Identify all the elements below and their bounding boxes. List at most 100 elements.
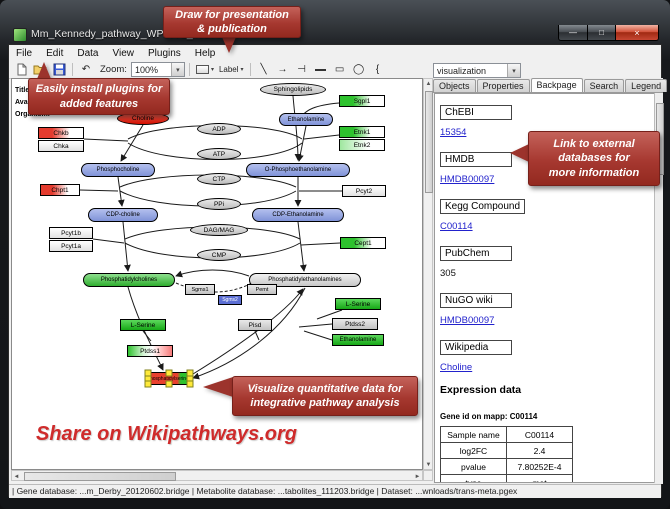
pathway-node-cept1[interactable]: Cept1	[340, 237, 386, 249]
pathway-node-ethanolamine-top[interactable]: Ethanolamine	[279, 113, 333, 126]
expression-cell: type	[440, 474, 507, 482]
tbar-tool-button[interactable]: ⊣	[297, 64, 306, 75]
visualization-combobox[interactable]: visualization ▾	[433, 63, 521, 78]
pathway-node-etnk2[interactable]: Etnk2	[339, 139, 385, 151]
pathway-node-sphingolipids[interactable]: Sphingolipids	[260, 83, 326, 96]
database-id-link[interactable]: 15354	[440, 127, 467, 138]
save-icon	[53, 63, 65, 76]
database-name: NuGO wiki	[440, 293, 512, 308]
database-id-link[interactable]: C00114	[440, 221, 473, 232]
database-id-link[interactable]: HMDB00097	[440, 174, 495, 185]
pathway-node-chpt1[interactable]: Chpt1	[40, 184, 80, 196]
chevron-down-icon[interactable]: ▾	[507, 64, 520, 77]
pathway-node-ethanolamine-green[interactable]: Ethanolamine	[332, 334, 384, 346]
dashed-line-tool-button[interactable]	[312, 62, 330, 78]
pathway-node-l-serine-right[interactable]: L-Serine	[335, 298, 381, 310]
backpage-section-pubchem: PubChem 305	[440, 243, 661, 279]
arrow-tool-button[interactable]: →	[277, 64, 288, 75]
status-text: | Gene database: ...m_Derby_20120602.bri…	[12, 486, 518, 496]
pathway-node-cdp-ethanolamine[interactable]: CDP-Ethanolamine	[252, 208, 344, 222]
tab-search[interactable]: Search	[583, 79, 625, 92]
pathway-node-sgms2[interactable]: Sgms2	[218, 295, 242, 305]
pathway-node-chka[interactable]: Chka	[38, 140, 84, 152]
scroll-down-icon[interactable]: ▼	[425, 461, 432, 468]
label-tool-button[interactable]: Label ▾	[217, 62, 246, 78]
chevron-down-icon[interactable]: ▾	[170, 63, 184, 76]
tab-backpage[interactable]: Backpage	[530, 78, 583, 92]
undo-button[interactable]: ↶	[81, 64, 91, 75]
callout-text: Link to external databases for more info…	[548, 138, 640, 179]
database-id-link[interactable]: HMDB00097	[440, 315, 495, 326]
callout-text: Visualize quantitative data for integrat…	[247, 382, 403, 409]
toolbar-separator	[188, 63, 190, 76]
new-file-button[interactable]	[12, 62, 30, 78]
pathway-node-phosphatidylcholines[interactable]: Phosphatidylcholines	[83, 273, 175, 287]
table-row: type met	[440, 474, 573, 482]
selection-handle[interactable]	[165, 380, 173, 388]
pathway-node-cdp-choline[interactable]: CDP-choline	[88, 208, 158, 222]
selection-handle[interactable]	[186, 380, 194, 388]
pathway-node-sgms1[interactable]: Sgms1	[185, 284, 215, 295]
datanode-tool-button[interactable]: ▾	[194, 62, 216, 78]
maximize-button[interactable]: □	[588, 25, 615, 41]
pathway-node-chkb[interactable]: Chkb	[38, 127, 84, 139]
tab-objects[interactable]: Objects	[433, 79, 476, 92]
scroll-right-icon[interactable]: ►	[414, 473, 421, 480]
menu-plugins[interactable]: Plugins	[147, 47, 181, 59]
scroll-up-icon[interactable]: ▲	[425, 80, 432, 87]
database-id-link[interactable]: Choline	[440, 362, 473, 373]
selection-handle[interactable]	[144, 380, 152, 388]
vertical-scrollbar-thumb[interactable]	[425, 91, 433, 193]
zoom-combobox[interactable]: 100% ▾	[130, 62, 185, 77]
vertical-scrollbar[interactable]: ▲ ▼	[423, 78, 433, 470]
zoom-label: Zoom:	[100, 64, 127, 75]
menu-file[interactable]: File	[16, 47, 33, 59]
pathway-node-pcyt1b[interactable]: Pcyt1b	[49, 227, 93, 239]
scroll-left-icon[interactable]: ◄	[13, 473, 20, 480]
save-button[interactable]	[50, 62, 68, 78]
tab-legend[interactable]: Legend	[625, 79, 668, 92]
pathway-node-pcyt2[interactable]: Pcyt2	[342, 185, 386, 197]
menu-help[interactable]: Help	[194, 47, 216, 59]
pathway-node-sgpl1[interactable]: Sgpl1	[339, 95, 385, 107]
pathway-node-dag-mag[interactable]: DAG/MAG	[190, 224, 248, 236]
menu-edit[interactable]: Edit	[46, 47, 64, 59]
horizontal-scrollbar[interactable]: ◄ ►	[11, 470, 423, 481]
horizontal-scrollbar-thumb[interactable]	[24, 472, 176, 481]
pathway-node-adp[interactable]: ADP	[197, 123, 241, 135]
pathway-node-atp[interactable]: ATP	[197, 148, 241, 160]
pathway-node-o-phosphoethanolamine[interactable]: O-Phosphoethanolamine	[246, 163, 350, 177]
callout-text: Easily install plugins for added feature…	[35, 83, 163, 110]
pathway-node-phosphocholine[interactable]: Phosphocholine	[81, 163, 155, 177]
pathway-node-pemt[interactable]: Pemt	[247, 284, 277, 295]
close-button[interactable]: ×	[615, 25, 659, 41]
expression-cell: 7.80252E-4	[506, 458, 573, 475]
minimize-button[interactable]: —	[558, 25, 588, 41]
menu-view[interactable]: View	[112, 47, 134, 59]
window-controls: — □ ×	[558, 25, 659, 41]
rect-tool-button[interactable]: ▭	[334, 64, 345, 75]
pathway-node-cmp[interactable]: CMP	[197, 249, 241, 261]
chevron-down-icon: ▾	[240, 67, 244, 73]
line-tool-button[interactable]: ╲	[260, 64, 267, 75]
pathway-node-ppi[interactable]: PPi	[197, 198, 241, 210]
expression-cell: met	[506, 474, 573, 482]
pathway-node-phosphatidylserines[interactable]: Phosphatidylserines	[144, 369, 194, 388]
ellipse-tool-button[interactable]: ◯	[352, 64, 365, 75]
tab-properties[interactable]: Properties	[476, 79, 530, 92]
pathway-node-pisd[interactable]: Pisd	[238, 319, 272, 331]
pathway-node-l-serine-left[interactable]: L-Serine	[120, 319, 166, 331]
menu-data[interactable]: Data	[77, 47, 99, 59]
pathway-node-ptdss2[interactable]: Ptdss2	[332, 318, 378, 330]
pathway-node-etnk1[interactable]: Etnk1	[339, 126, 385, 138]
brace-tool-button[interactable]: {	[375, 64, 380, 75]
pathway-node-pcyt1a[interactable]: Pcyt1a	[49, 240, 93, 252]
pathway-node-ptdss1[interactable]: Ptdss1	[127, 345, 173, 357]
selection-handle[interactable]	[165, 369, 173, 377]
pathway-node-phosphatidylethanolamines[interactable]: Phosphatidylethanolamines	[249, 273, 361, 287]
pathway-node-ctp[interactable]: CTP	[197, 173, 241, 185]
callout-arrow-up	[37, 62, 51, 79]
